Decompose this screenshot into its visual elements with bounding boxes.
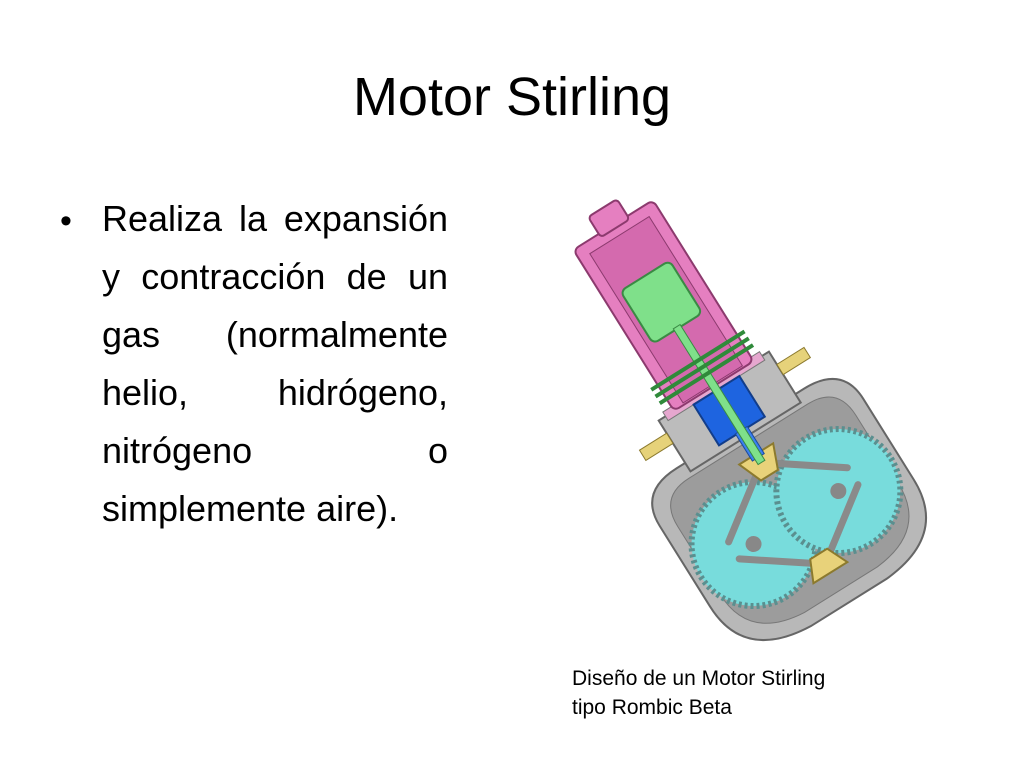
bullet-text: Realiza la expansión y contracción de un… — [102, 198, 448, 529]
bullet-item: • Realiza la expansión y contracción de … — [60, 190, 448, 538]
caption-line-2: tipo Rombic Beta — [572, 696, 732, 719]
cooling-fins — [650, 329, 755, 406]
caption-line-1: Diseño de un Motor Stirling — [572, 667, 826, 690]
figure-caption: Diseño de un Motor Stirling tipo Rombic … — [572, 664, 932, 722]
slide-title: Motor Stirling — [352, 67, 672, 127]
right-bolt — [776, 346, 812, 376]
bullet-dot-icon: • — [60, 202, 72, 240]
cylinder-cap — [588, 199, 630, 237]
stirling-engine-illustration — [520, 180, 950, 660]
bullet-list: • Realiza la expansión y contracción de … — [60, 190, 448, 538]
lower-yoke — [809, 547, 850, 585]
left-bolt — [638, 432, 674, 462]
